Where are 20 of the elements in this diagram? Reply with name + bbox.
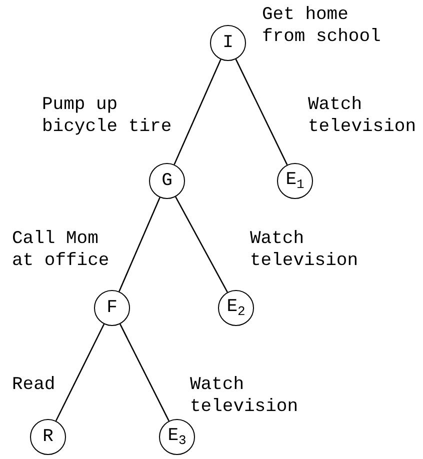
node-label: E$_{2}$ (226, 298, 246, 318)
state-circle (159, 419, 195, 455)
connector-line (174, 59, 222, 165)
node-label: F (106, 299, 118, 317)
connector-line (175, 196, 228, 292)
state-circle (149, 163, 185, 199)
connector-line (235, 58, 288, 166)
node-label: R (42, 428, 54, 446)
state-circle (218, 290, 254, 326)
state-circle (210, 25, 246, 61)
connector-line (118, 197, 160, 292)
state-circle (94, 290, 130, 326)
node-label: E$_{1}$ (286, 171, 304, 191)
node-label: I (222, 34, 234, 52)
connector-line (55, 324, 105, 422)
node-label: E$_{3}$ (168, 427, 186, 447)
node-label: G (162, 172, 172, 190)
state-circle (277, 163, 313, 199)
connector-line (120, 324, 170, 422)
state-circle (30, 419, 66, 455)
